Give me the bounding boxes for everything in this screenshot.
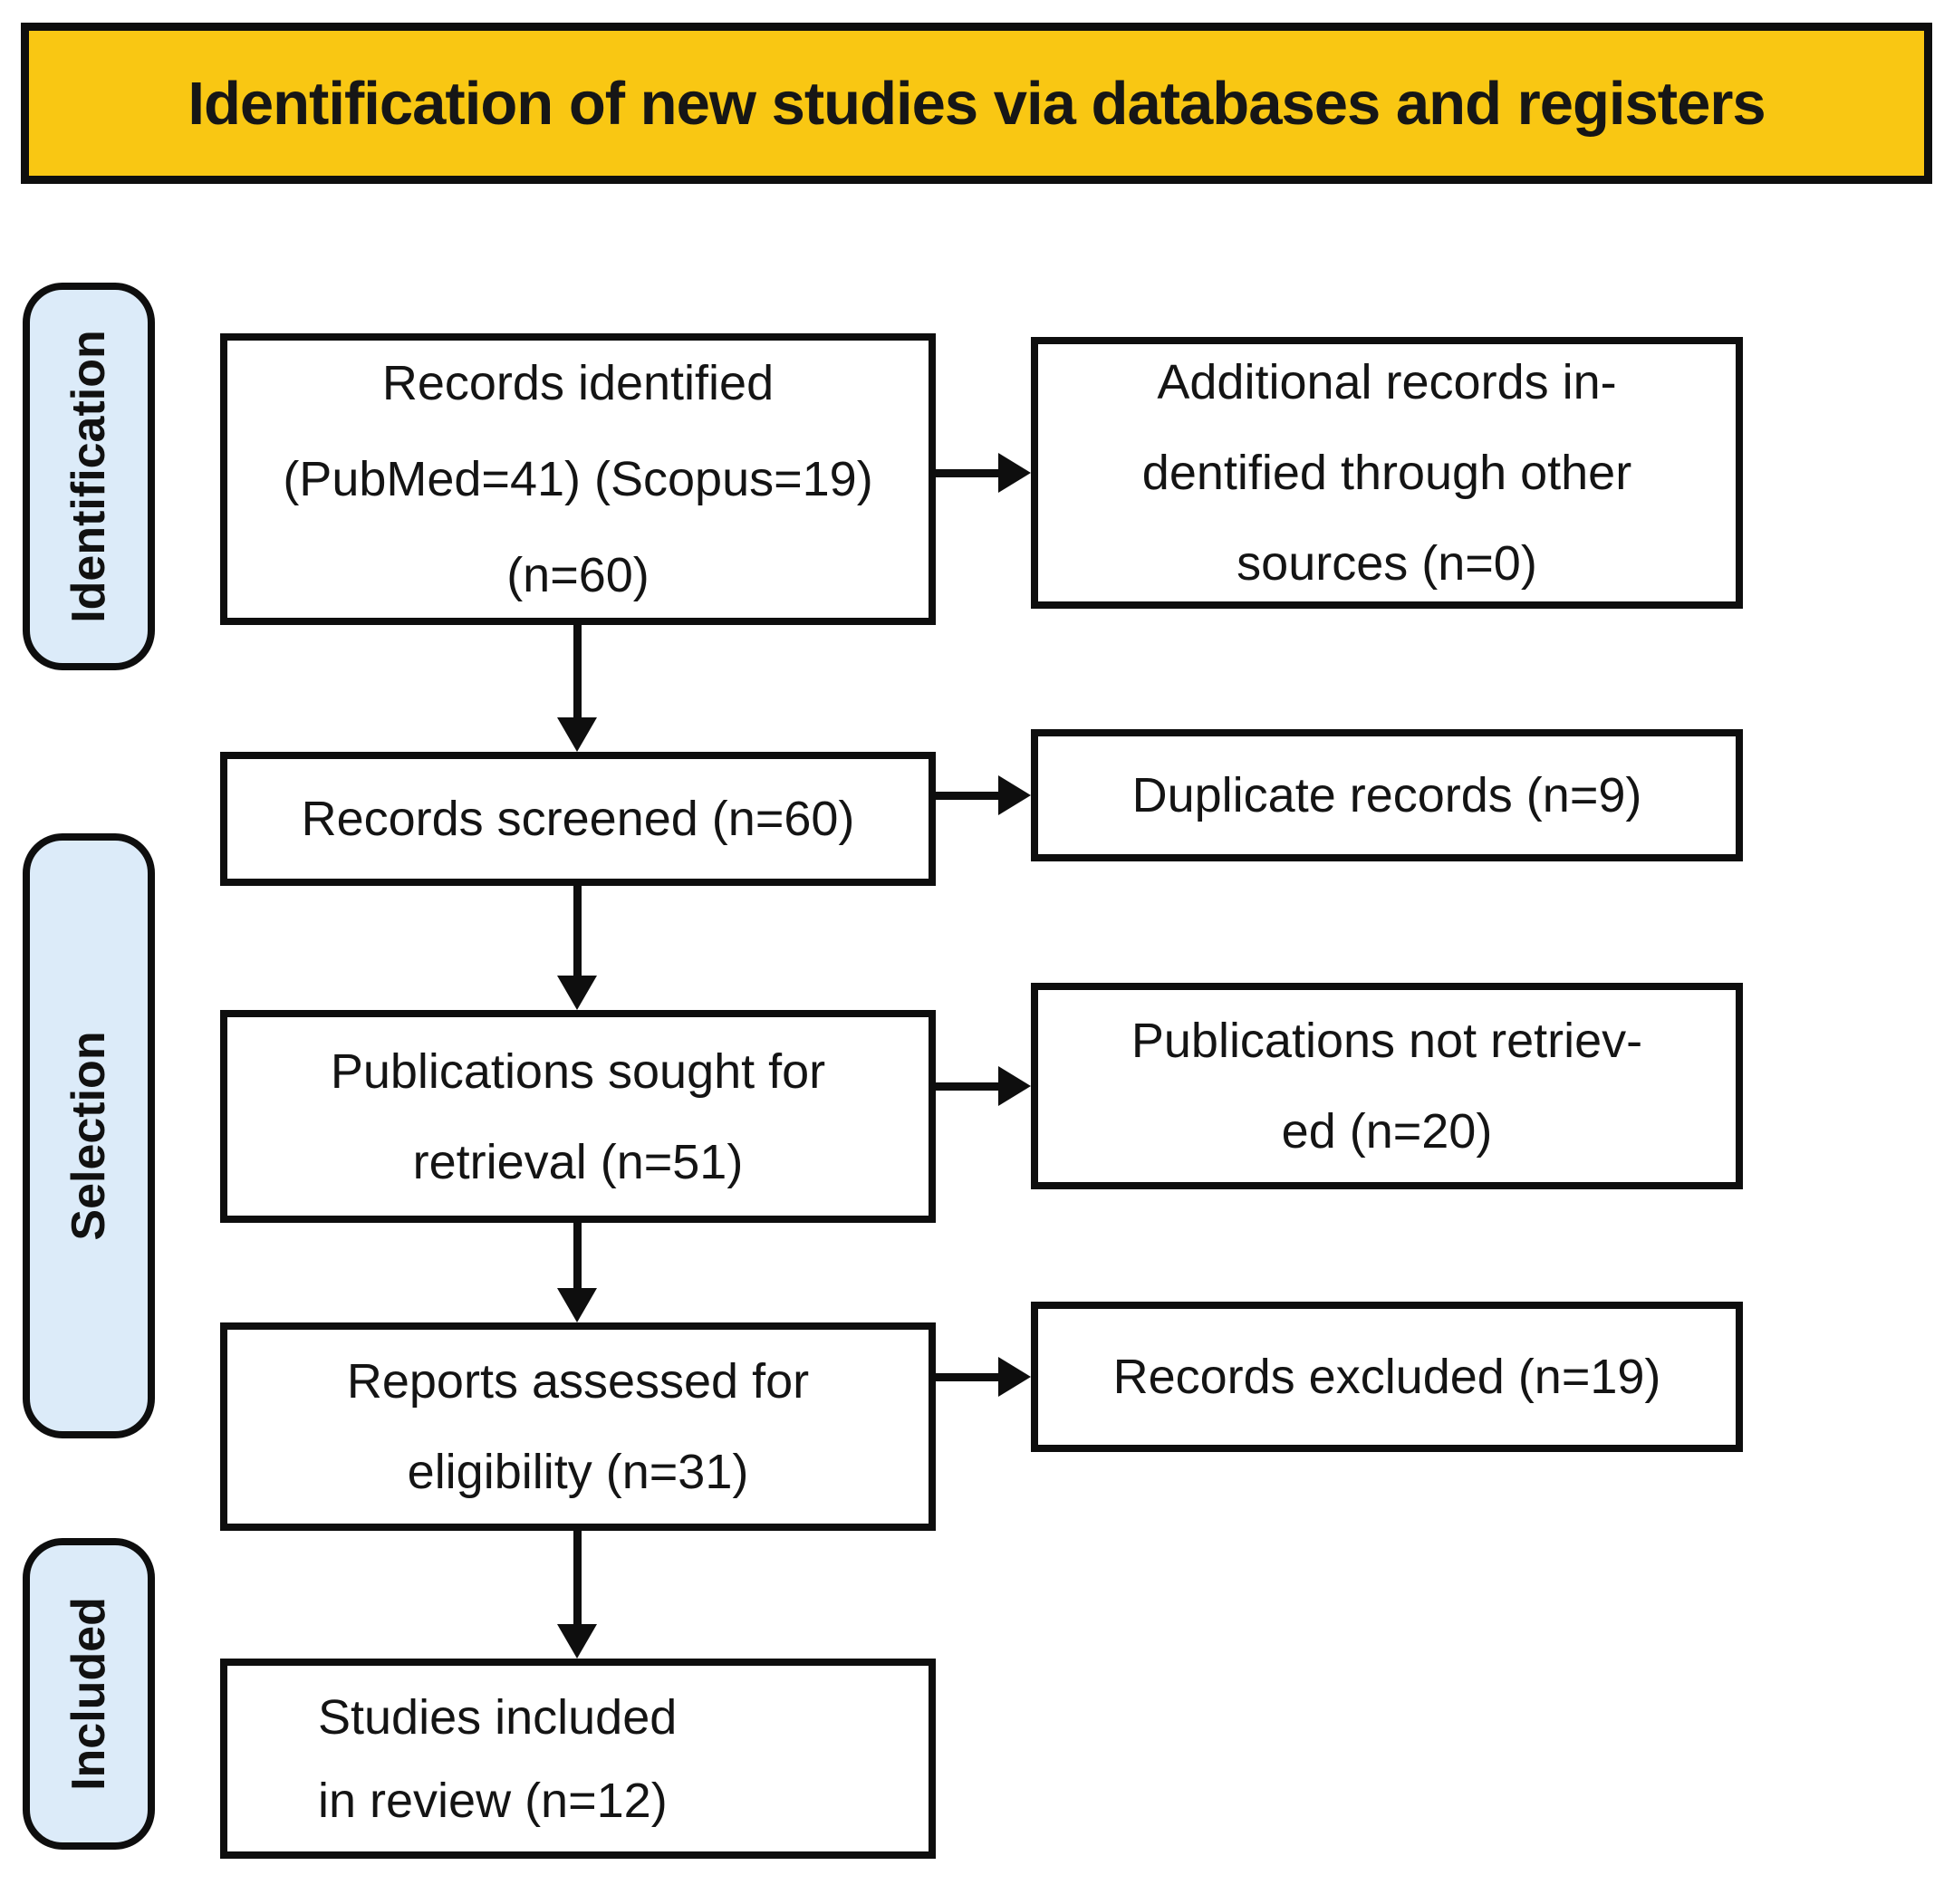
arrow-down-identified-to-screened — [557, 625, 597, 752]
stage-included-label: Included — [63, 1597, 115, 1791]
stage-selection-label: Selection — [63, 1031, 115, 1241]
arrow-down-icon — [557, 1624, 597, 1659]
records-identified-box: Records identified (PubMed=41) (Scopus=1… — [220, 333, 936, 625]
publications-sought-box: Publications sought for retrieval (n=51) — [220, 1010, 936, 1223]
arrow-down-assessed-to-included — [557, 1531, 597, 1659]
arrow-down-icon — [557, 717, 597, 752]
arrow-shaft — [933, 468, 998, 477]
additional-records-box: Additional records in- dentified through… — [1031, 337, 1743, 609]
stage-selection: Selection — [23, 833, 155, 1438]
records-identified-line-1: Records identified — [381, 356, 775, 410]
records-identified-line-3: (n=60) — [506, 548, 650, 602]
arrow-right-icon — [998, 775, 1031, 815]
reports-assessed-line-1: Reports assessed for — [346, 1354, 810, 1409]
arrow-down-icon — [557, 976, 597, 1010]
studies-included-line-2: in review (n=12) — [318, 1773, 668, 1828]
title-banner: Identification of new studies via databa… — [21, 23, 1932, 184]
arrow-down-screened-to-sought — [557, 886, 597, 1010]
arrow-shaft — [573, 1531, 582, 1624]
reports-assessed-line-2: eligibility (n=31) — [407, 1445, 749, 1499]
publications-not-retrieved-box: Publications not retriev- ed (n=20) — [1031, 983, 1743, 1189]
publications-sought-line-1: Publications sought for — [330, 1043, 826, 1099]
publications-not-retrieved-line-1: Publications not retriev- — [1131, 1014, 1643, 1068]
records-screened-box: Records screened (n=60) — [220, 752, 936, 886]
duplicate-records-line-1: Duplicate records (n=9) — [1131, 768, 1642, 822]
records-excluded-box: Records excluded (n=19) — [1031, 1302, 1743, 1452]
arrow-shaft — [573, 886, 582, 976]
reports-assessed-box: Reports assessed for eligibility (n=31) — [220, 1322, 936, 1531]
arrow-right-icon — [998, 1357, 1031, 1397]
arrow-down-sought-to-assessed — [557, 1223, 597, 1322]
arrow-right-assessed-to-excluded — [933, 1357, 1031, 1397]
stage-included: Included — [23, 1538, 155, 1850]
records-excluded-line-1: Records excluded (n=19) — [1112, 1350, 1661, 1404]
arrow-shaft — [933, 1082, 998, 1091]
additional-records-line-1: Additional records in- — [1157, 355, 1617, 409]
arrow-right-sought-to-not-retrieved — [933, 1066, 1031, 1106]
arrow-right-icon — [998, 1066, 1031, 1106]
arrow-down-icon — [557, 1288, 597, 1322]
arrow-right-identified-to-additional — [933, 453, 1031, 493]
arrow-shaft — [933, 791, 998, 800]
records-screened-line-1: Records screened (n=60) — [301, 792, 855, 846]
duplicate-records-box: Duplicate records (n=9) — [1031, 729, 1743, 861]
additional-records-line-2: dentified through other — [1141, 446, 1632, 500]
stage-identification-label: Identification — [63, 330, 115, 623]
arrow-shaft — [573, 625, 582, 717]
studies-included-box: Studies included in review (n=12) — [220, 1659, 936, 1859]
records-identified-line-2: (PubMed=41) (Scopus=19) — [283, 452, 873, 506]
arrow-right-screened-to-duplicates — [933, 775, 1031, 815]
publications-sought-line-2: retrieval (n=51) — [412, 1134, 744, 1189]
studies-included-line-1: Studies included — [318, 1689, 678, 1745]
arrow-right-icon — [998, 453, 1031, 493]
diagram-title: Identification of new studies via databa… — [188, 69, 1766, 138]
arrow-shaft — [573, 1223, 582, 1288]
arrow-shaft — [933, 1372, 998, 1381]
stage-identification: Identification — [23, 283, 155, 670]
additional-records-line-3: sources (n=0) — [1237, 536, 1537, 591]
publications-not-retrieved-line-2: ed (n=20) — [1281, 1104, 1493, 1159]
